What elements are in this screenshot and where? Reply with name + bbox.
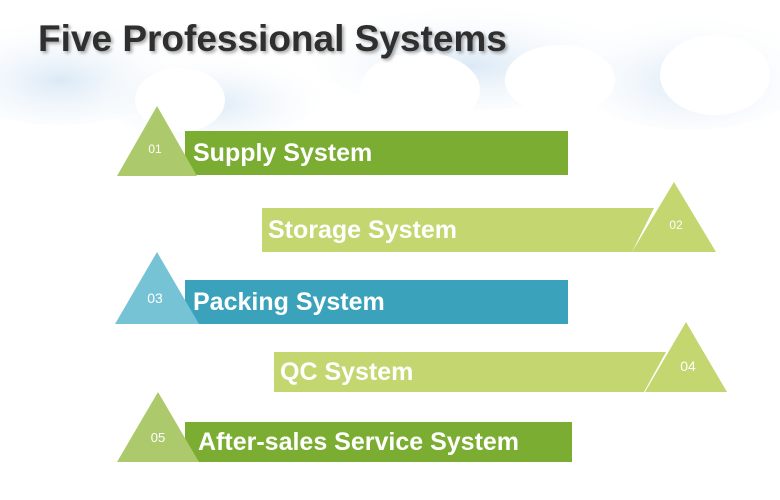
bar-qc-system: QC System	[274, 352, 674, 396]
badge-number: 04	[680, 358, 696, 374]
bar-fill	[185, 131, 568, 175]
bar-storage-system: Storage System	[262, 208, 662, 252]
triangle-badge-03: 03	[115, 252, 199, 324]
cloud-background	[0, 0, 780, 140]
bar-packing-system: Packing System	[185, 280, 568, 324]
bar-label: Storage System	[268, 216, 457, 244]
triangle-badge-04: 04	[645, 322, 727, 392]
triangle-badge-05: 05	[117, 392, 199, 462]
badge-number: 02	[669, 218, 683, 232]
bar-fill	[262, 208, 654, 252]
bar-after-sales-service-system: After-sales Service System	[185, 422, 572, 466]
bar-fill	[185, 280, 568, 324]
bar-label: After-sales Service System	[198, 428, 520, 456]
bar-label: QC System	[280, 358, 414, 386]
bar-label: Packing System	[193, 288, 385, 316]
badge-number: 01	[148, 142, 162, 156]
bar-fill	[274, 352, 666, 392]
badge-number: 03	[147, 290, 163, 306]
triangle-badge-02: 02	[632, 182, 716, 252]
bar-fill	[185, 422, 572, 462]
bar-supply-system: Supply System	[185, 131, 568, 175]
bar-label: Supply System	[193, 139, 373, 167]
triangle-badge-01: 01	[117, 106, 197, 176]
page-title: Five Professional Systems	[38, 18, 507, 59]
badge-number: 05	[150, 430, 166, 445]
